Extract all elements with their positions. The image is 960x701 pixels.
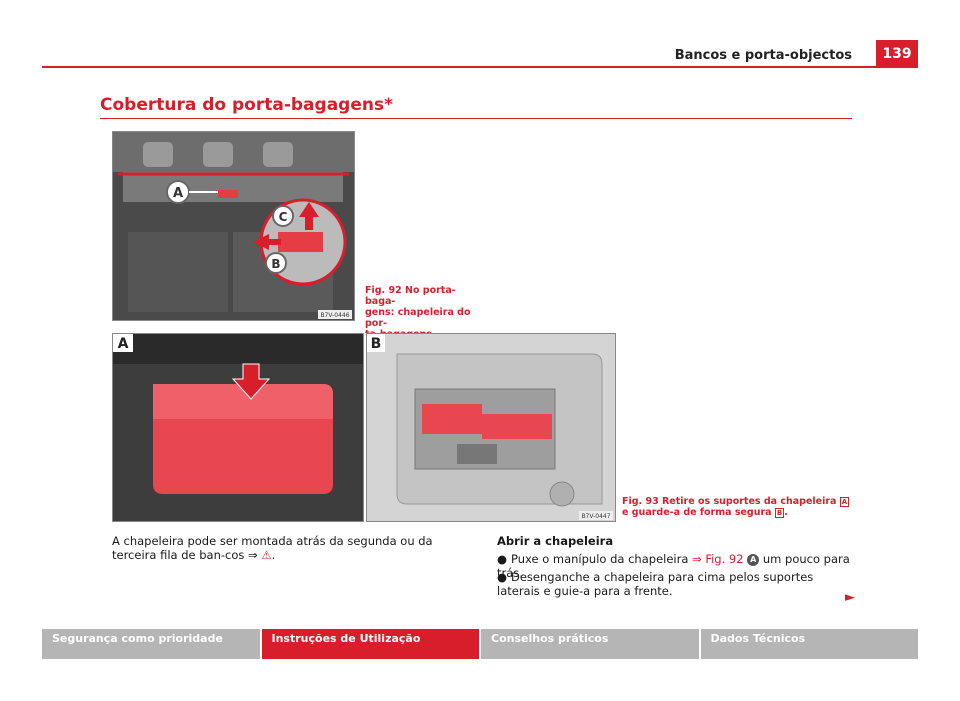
figure-93-caption: Fig. 93 Retire os suportes da chapeleira…: [622, 496, 854, 518]
bullet2-text: Desenganche a chapeleira para cima pelos…: [497, 570, 814, 598]
bullet1-post: um pouco para trás.: [497, 552, 850, 580]
continue-arrow-icon[interactable]: ►: [845, 590, 855, 605]
figure-92-luggage-cover: A C B B7V-0446: [112, 131, 355, 321]
list-item: ●Desenganche a chapeleira para cima pelo…: [497, 570, 857, 598]
header-rule: [42, 66, 918, 68]
open-cover-heading: Abrir a chapeleira: [497, 534, 614, 548]
bullet1-pre: Puxe o manípulo da chapeleira: [511, 552, 689, 566]
footer-tab-technical-data[interactable]: Dados Técnicos: [700, 629, 918, 659]
figure-92-link[interactable]: ⇒ Fig. 92: [692, 552, 744, 566]
intro-text: A chapeleira pode ser montada atrás da s…: [112, 534, 433, 562]
callout-c: C: [279, 210, 288, 224]
footer-tab-instructions[interactable]: Instruções de Utilização: [261, 629, 479, 659]
panel-b-label: B: [371, 336, 382, 352]
footer-tab-practical-advice[interactable]: Conselhos práticos: [481, 629, 699, 659]
figure-93-panel-b: B B7V-0447: [366, 333, 616, 522]
figure-93-panel-a: A: [112, 333, 364, 522]
figure-93-caption-mid: e guarde-a de forma segura: [622, 507, 772, 518]
circle-a-icon: A: [747, 553, 760, 566]
bullet-icon: ●: [497, 552, 508, 566]
running-header-title: Bancos e porta-objectos: [674, 48, 852, 63]
figure-93b-illustration: B B7V-0447: [367, 334, 615, 521]
intro-paragraph: A chapeleira pode ser montada atrás da s…: [112, 534, 472, 562]
section-rule: [100, 118, 852, 119]
callout-a: A: [173, 186, 183, 201]
bullet-icon: ●: [497, 570, 508, 584]
section-title: Cobertura do porta-bagagens*: [100, 95, 393, 115]
footer-nav: Segurança como prioridade Instruções de …: [42, 629, 918, 659]
panel-a-label: A: [118, 336, 129, 352]
box-b-icon: B: [774, 508, 785, 518]
figure-92-code: B7V-0446: [320, 312, 349, 319]
figure-92-illustration: A C B B7V-0446: [113, 132, 354, 320]
figure-93-caption-end: .: [784, 507, 788, 518]
box-a-icon: A: [839, 497, 850, 507]
figure-92-caption: Fig. 92 No porta-baga- gens: chapeleira …: [365, 285, 471, 340]
callout-b: B: [271, 257, 280, 271]
footer-tab-safety[interactable]: Segurança como prioridade: [42, 629, 260, 659]
list-item: ●Puxe o manípulo da chapeleira ⇒ Fig. 92…: [497, 552, 857, 580]
page-number: 139: [876, 40, 918, 66]
figure-93a-illustration: A: [113, 334, 363, 521]
intro-text-end: .: [271, 548, 276, 562]
warning-icon[interactable]: ⚠: [261, 548, 272, 562]
figure-93-code: B7V-0447: [581, 513, 610, 520]
figure-93-caption-prefix: Fig. 93 Retire os suportes da chapeleira: [622, 496, 837, 507]
